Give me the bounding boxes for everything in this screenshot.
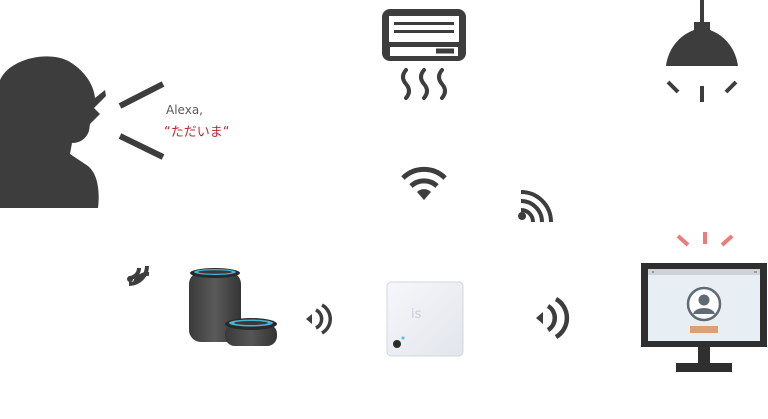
signal-arcs-icon [127, 265, 150, 286]
monitor-icon [641, 263, 767, 372]
smart-remote-hub-icon [386, 281, 464, 357]
signal-arcs-icon [518, 190, 553, 223]
speech-line-1: Alexa, [166, 103, 203, 117]
speech-line-2: “ただいま“ [164, 125, 230, 140]
signal-waves-icon [306, 303, 332, 335]
wifi-icon [401, 166, 447, 200]
air-conditioner-icon [382, 9, 466, 100]
signal-waves-icon [536, 297, 570, 339]
alert-marks-icon [676, 232, 734, 247]
voice-lines-icon [118, 81, 165, 160]
smart-speaker-icon [189, 268, 277, 346]
speaking-person-icon [0, 56, 106, 208]
hub-logo: is [411, 307, 422, 322]
ceiling-light-icon [666, 0, 738, 102]
